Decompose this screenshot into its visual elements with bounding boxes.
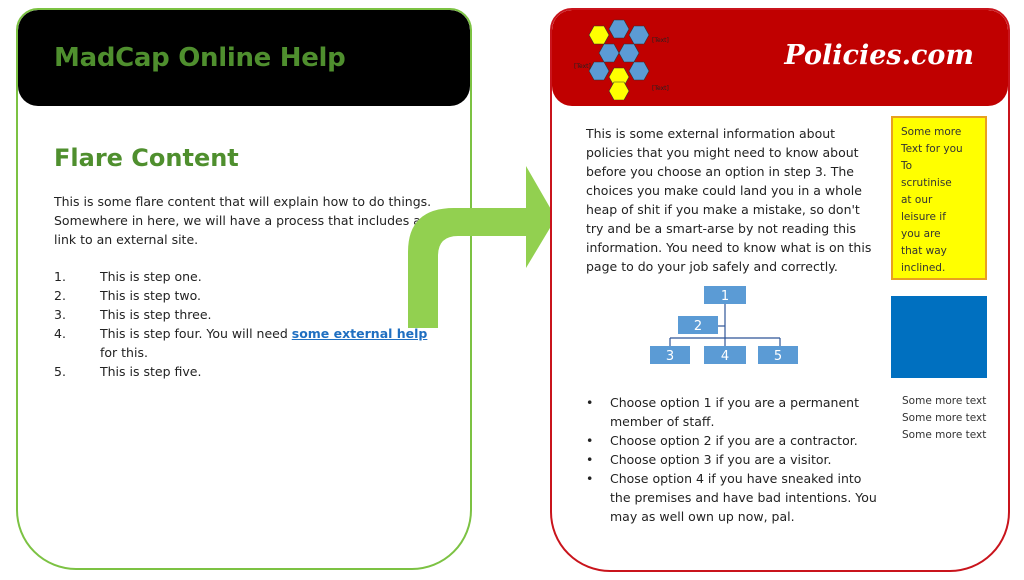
madcap-title: MadCap Online Help [54, 43, 346, 73]
hexagon-logo-icon: [Text] [Text] [Text] [574, 19, 669, 100]
option-text: Choose option 2 if you are a contractor. [610, 433, 858, 448]
step-item: 3. This is step three. [54, 305, 434, 324]
step-text: This is step five. [100, 364, 202, 379]
bullet-icon: • [586, 452, 594, 467]
yellow-note-line: To [901, 160, 913, 172]
yellow-note-line: that way [901, 245, 947, 257]
step-text-after: for this. [100, 345, 148, 360]
step-number: 2. [54, 288, 66, 303]
option-text: Chose option 4 if you have sneaked into … [610, 471, 877, 524]
policies-panel: [Text] [Text] [Text] Policies.com This i… [550, 8, 1010, 572]
policy-paragraph: This is some external information about … [586, 126, 872, 274]
option-item: • Choose option 2 if you are a contracto… [586, 431, 882, 450]
step-item: 2. This is step two. [54, 286, 434, 305]
option-text: Choose option 1 if you are a permanent m… [610, 395, 859, 429]
step-text: This is step one. [100, 269, 202, 284]
option-item: • Choose option 1 if you are a permanent… [586, 393, 882, 431]
option-text: Choose option 3 if you are a visitor. [610, 452, 832, 467]
curved-right-arrow-icon [408, 166, 556, 328]
yellow-note-line: you are [901, 228, 941, 240]
logo-label: [Text] [652, 37, 669, 44]
options-list: • Choose option 1 if you are a permanent… [586, 393, 882, 526]
side-notes: Some more text Some more text Some more … [902, 393, 992, 444]
policies-brand: Policies.com [784, 40, 974, 71]
option-item: • Chose option 4 if you have sneaked int… [586, 469, 882, 526]
madcap-body: Flare Content This is some flare content… [18, 106, 470, 381]
option-item: • Choose option 3 if you are a visitor. [586, 450, 882, 469]
org-chart-node-3 [650, 346, 690, 364]
steps-list: 1. This is step one. 2. This is step two… [54, 267, 434, 381]
madcap-header: MadCap Online Help [18, 10, 470, 106]
org-chart: 1 2 3 4 5 [650, 286, 798, 364]
step-number: 3. [54, 307, 66, 322]
bullet-icon: • [586, 395, 594, 410]
step-number: 5. [54, 364, 66, 379]
yellow-note-line: Some more [901, 126, 962, 138]
org-chart-node-label: 2 [694, 319, 702, 334]
step-item: 5. This is step five. [54, 362, 434, 381]
yellow-note-line: Text for you [901, 143, 963, 155]
bullet-icon: • [586, 433, 594, 448]
flare-intro: This is some flare content that will exp… [54, 194, 432, 247]
step-text: This is step three. [100, 307, 212, 322]
step-number: 4. [54, 326, 66, 341]
step-text-before: This is step four. You will need [100, 326, 292, 341]
step-text: This is step two. [100, 288, 202, 303]
step-number: 1. [54, 269, 66, 284]
yellow-note-box: Some more Text for you To scrutinise at … [891, 116, 987, 280]
logo-label: [Text] [574, 63, 591, 70]
flare-heading: Flare Content [54, 144, 239, 172]
org-chart-node-label: 5 [774, 349, 782, 364]
org-chart-node-label: 1 [721, 289, 729, 304]
step-text-with-link: This is step four. You will need some ex… [100, 324, 434, 362]
org-chart-node-4 [704, 346, 746, 364]
policies-header: [Text] [Text] [Text] Policies.com [552, 10, 1008, 106]
org-chart-node-5 [758, 346, 798, 364]
madcap-panel: MadCap Online Help Flare Content This is… [16, 8, 472, 570]
org-chart-node-2 [678, 316, 718, 334]
org-chart-node-1 [704, 286, 746, 304]
yellow-note-line: inclined. [901, 262, 946, 274]
yellow-note-line: leisure if [901, 211, 946, 223]
blue-placeholder-image [891, 296, 987, 378]
step-item: 1. This is step one. [54, 267, 434, 286]
side-note: Some more text [902, 429, 987, 441]
yellow-note-line: scrutinise [901, 177, 952, 189]
org-chart-node-label: 3 [666, 349, 674, 364]
yellow-note-line: at our [901, 194, 933, 206]
step-item: 4. This is step four. You will need some… [54, 324, 434, 362]
org-chart-node-label: 4 [721, 349, 729, 364]
side-note: Some more text [902, 395, 987, 407]
external-help-link[interactable]: some external help [291, 326, 428, 341]
side-note: Some more text [902, 412, 987, 424]
logo-label: [Text] [652, 85, 669, 92]
bullet-icon: • [586, 471, 594, 486]
